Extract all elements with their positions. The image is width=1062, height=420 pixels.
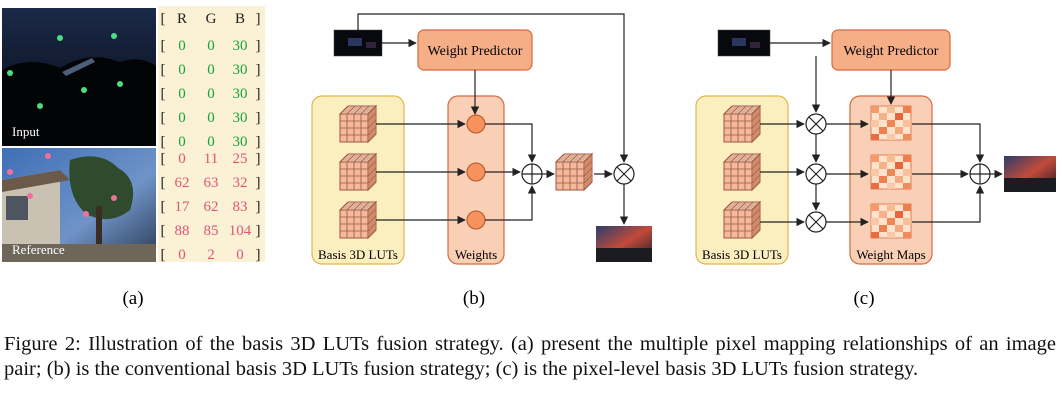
output-thumbnail: [1004, 156, 1056, 192]
input-row-cell: 0: [178, 86, 186, 102]
reference-row-cell: 32: [233, 175, 248, 191]
fused-lut-icon: [555, 153, 593, 191]
bracket-open: [: [161, 175, 166, 191]
table-header-cell: R: [177, 11, 187, 27]
basis-luts-label: Basis 3D LUTs: [318, 247, 398, 262]
bracket-close: ]: [256, 151, 261, 167]
bracket-close: ]: [256, 134, 261, 150]
weight-map-icon: [870, 105, 912, 141]
multiply-icon: [805, 163, 827, 185]
table-header-cell: B: [235, 11, 245, 27]
reference-label: Reference: [12, 242, 65, 257]
reference-row-cell: 0: [178, 151, 186, 167]
weight-node-icon: [466, 162, 486, 182]
input-label: Input: [12, 124, 40, 139]
lut-cube-icon: [723, 153, 761, 191]
subfig-label-c: (c): [853, 288, 874, 309]
reference-row-cell: 88: [175, 223, 190, 239]
lut-cube-icon: [339, 201, 377, 239]
input-thumbnail: [333, 29, 383, 57]
weight-maps-label: Weight Maps: [856, 247, 925, 262]
reference-row-cell: 62: [204, 199, 219, 215]
lut-cube-icon: [339, 105, 377, 143]
input-row-cell: 30: [233, 62, 248, 78]
bracket-open: [: [161, 199, 166, 215]
input-row-cell: 0: [178, 62, 186, 78]
input-row-cell: 0: [207, 134, 215, 150]
weight-map-icon: [870, 154, 912, 190]
bracket-close: ]: [256, 110, 261, 126]
input-row-cell: 0: [207, 110, 215, 126]
subfig-label-a: (a): [122, 288, 143, 309]
bracket-close: ]: [256, 38, 261, 54]
bracket-close: ]: [256, 11, 261, 27]
bracket-open: [: [161, 62, 166, 78]
reference-row-cell: 85: [204, 223, 219, 239]
weight-map-icon: [870, 203, 912, 239]
bracket-open: [: [161, 223, 166, 239]
multiply-icon: [805, 211, 827, 233]
bracket-open: [: [161, 11, 166, 27]
reference-row-cell: 11: [204, 151, 218, 167]
input-row-cell: 30: [233, 86, 248, 102]
input-row-cell: 0: [178, 134, 186, 150]
input-row-cell: 0: [207, 38, 215, 54]
multiply-icon: [805, 113, 827, 135]
bracket-close: ]: [256, 175, 261, 191]
bracket-open: [: [161, 110, 166, 126]
reference-row-cell: 104: [229, 223, 252, 239]
input-row-cell: 0: [178, 110, 186, 126]
lut-cube-icon: [723, 105, 761, 143]
input-row-cell: 30: [233, 110, 248, 126]
lut-cube-icon: [339, 153, 377, 191]
bracket-close: ]: [256, 62, 261, 78]
input-row-cell: 30: [233, 134, 248, 150]
weight-predictor-label: Weight Predictor: [428, 44, 523, 59]
reference-photo: Reference: [2, 148, 156, 262]
figure-caption: Figure 2: Illustration of the basis 3D L…: [4, 333, 1056, 380]
input-photo: Input: [2, 8, 156, 147]
input-row-cell: 0: [207, 86, 215, 102]
weight-node-icon: [466, 114, 486, 134]
reference-row-cell: 2: [207, 247, 215, 263]
bracket-open: [: [161, 151, 166, 167]
table-header-cell: G: [206, 11, 217, 27]
basis-luts-label: Basis 3D LUTs: [702, 247, 782, 262]
input-row-cell: 30: [233, 38, 248, 54]
bracket-open: [: [161, 38, 166, 54]
bracket-close: ]: [256, 247, 261, 263]
reference-row-cell: 0: [236, 247, 244, 263]
lut-cube-icon: [723, 201, 761, 239]
weight-predictor-label: Weight Predictor: [844, 44, 939, 59]
subfig-label-b: (b): [463, 288, 485, 309]
reference-row-cell: 83: [233, 199, 248, 215]
input-row-cell: 0: [178, 38, 186, 54]
input-row-cell: 0: [207, 62, 215, 78]
bracket-open: [: [161, 134, 166, 150]
bracket-close: ]: [256, 86, 261, 102]
reference-row-cell: 63: [204, 175, 219, 191]
reference-row-cell: 62: [175, 175, 190, 191]
panel-b: Weight Predictor Basis 3D LUTs Weights: [311, 13, 652, 309]
bracket-open: [: [161, 247, 166, 263]
panel-c: Weight Predictor Basis 3D LUTs Weight Ma…: [695, 29, 1056, 309]
input-thumbnail: [717, 29, 771, 57]
weights-label: Weights: [455, 247, 497, 262]
reference-row-cell: 0: [178, 247, 186, 263]
bracket-open: [: [161, 86, 166, 102]
reference-row-cell: 17: [175, 199, 191, 215]
output-thumbnail: [596, 226, 652, 262]
bracket-close: ]: [256, 199, 261, 215]
weight-node-icon: [466, 210, 486, 230]
bracket-close: ]: [256, 223, 261, 239]
reference-row-cell: 25: [233, 151, 248, 167]
